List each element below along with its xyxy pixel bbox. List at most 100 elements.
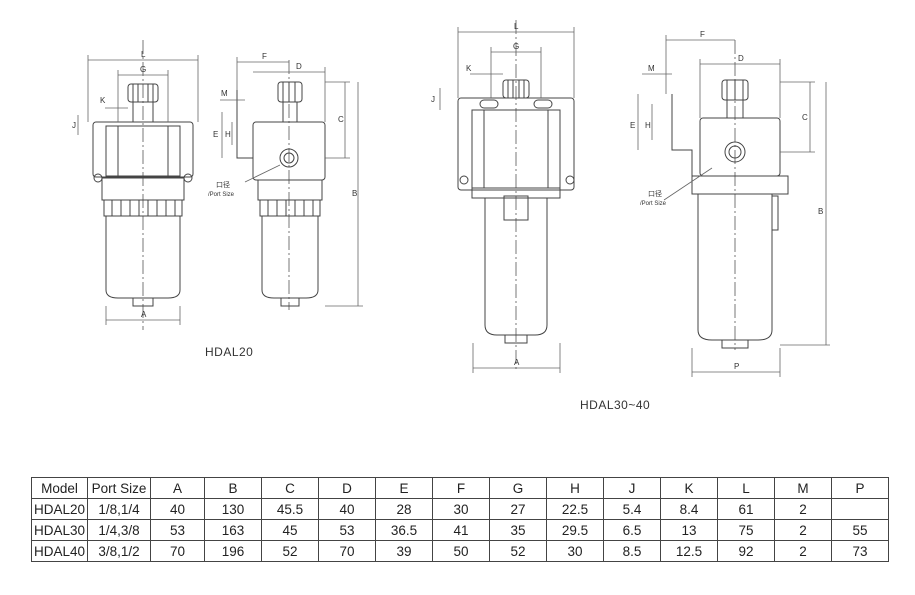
table-header: H — [546, 477, 605, 499]
dim-D: D — [738, 54, 744, 63]
table-cell: 73 — [831, 540, 890, 562]
dim-F: F — [262, 52, 267, 61]
dim-F: F — [700, 30, 705, 39]
table-cell: 27 — [489, 498, 548, 520]
table-header: D — [318, 477, 377, 499]
dim-L: L — [141, 50, 146, 59]
table-cell: 39 — [375, 540, 434, 562]
table-cell: 196 — [204, 540, 263, 562]
table-cell: 55 — [831, 519, 890, 541]
table-cell: 28 — [375, 498, 434, 520]
table-header: E — [375, 477, 434, 499]
dim-K: K — [466, 64, 472, 73]
dim-M: M — [648, 64, 655, 73]
dim-B: B — [352, 189, 357, 198]
table-cell: 40 — [318, 498, 377, 520]
table-cell: 22.5 — [546, 498, 605, 520]
table-cell: 29.5 — [546, 519, 605, 541]
table-cell: 1/4,3/8 — [87, 519, 152, 541]
table-header: C — [261, 477, 320, 499]
table-cell: 52 — [489, 540, 548, 562]
table-cell: 163 — [204, 519, 263, 541]
table-cell: 30 — [546, 540, 605, 562]
table-cell: 40 — [150, 498, 206, 520]
table-header-row: Model Port Size A B C D E F G H J K L M … — [30, 477, 890, 499]
dim-J: J — [431, 95, 435, 104]
table-cell: 50 — [432, 540, 491, 562]
dim-A: A — [141, 310, 147, 319]
table-cell: 2 — [774, 540, 833, 562]
table-cell: 130 — [204, 498, 263, 520]
table-header: L — [717, 477, 776, 499]
table-header: J — [603, 477, 662, 499]
table-cell: 13 — [660, 519, 719, 541]
table-header: P — [831, 477, 890, 499]
table-cell: 41 — [432, 519, 491, 541]
port-label-en: /Port Size — [208, 192, 235, 198]
table-cell: 30 — [432, 498, 491, 520]
table-cell: 45 — [261, 519, 320, 541]
table-cell: 2 — [774, 519, 833, 541]
port-label-en: /Port Size — [640, 201, 667, 207]
table-header: A — [150, 477, 206, 499]
table-row: HDAL40 3/8,1/2 70 196 52 70 39 50 52 30 … — [30, 540, 890, 562]
table-cell: 70 — [150, 540, 206, 562]
dim-A: A — [514, 358, 520, 367]
dim-P: P — [734, 362, 739, 371]
hdal20-front-view — [77, 40, 199, 330]
table-cell: 1/8,1/4 — [87, 498, 152, 520]
dim-M: M — [221, 89, 228, 98]
table-cell: 35 — [489, 519, 548, 541]
table-header: F — [432, 477, 491, 499]
dim-G: G — [140, 65, 146, 74]
dim-L: L — [514, 22, 519, 31]
table-cell: 75 — [717, 519, 776, 541]
table-cell: 3/8,1/2 — [87, 540, 152, 562]
table-header: K — [660, 477, 719, 499]
table-cell: 52 — [261, 540, 320, 562]
dim-C: C — [338, 115, 344, 124]
table-cell: 12.5 — [660, 540, 719, 562]
caption-hdal30-40: HDAL30~40 — [580, 398, 651, 412]
table-cell: HDAL20 — [30, 498, 89, 520]
table-cell: 8.4 — [660, 498, 719, 520]
technical-drawing: L G K J A F D M H E C B 口径 /Port Size L … — [72, 20, 830, 377]
dimension-table: Model Port Size A B C D E F G H J K L M … — [30, 477, 890, 562]
table-cell: HDAL40 — [30, 540, 89, 562]
dim-B: B — [818, 207, 823, 216]
table-header: Port Size — [87, 477, 152, 499]
table-cell: 53 — [150, 519, 206, 541]
table-row: HDAL20 1/8,1/4 40 130 45.5 40 28 30 27 2… — [30, 498, 890, 520]
table-cell: 2 — [774, 498, 833, 520]
table-cell: 92 — [717, 540, 776, 562]
port-label-cn: 口径 — [648, 189, 662, 198]
table-header: Model — [30, 477, 89, 499]
dim-J: J — [72, 121, 76, 130]
table-cell: 5.4 — [603, 498, 662, 520]
table-header: G — [489, 477, 548, 499]
table-header: B — [204, 477, 263, 499]
table-header: M — [774, 477, 833, 499]
dim-E: E — [630, 121, 635, 130]
dim-G: G — [513, 42, 519, 51]
table-cell: 6.5 — [603, 519, 662, 541]
table-cell: 45.5 — [261, 498, 320, 520]
table-cell — [831, 498, 890, 520]
table-cell: 70 — [318, 540, 377, 562]
table-cell: 53 — [318, 519, 377, 541]
table-cell: 36.5 — [375, 519, 434, 541]
table-row: HDAL30 1/4,3/8 53 163 45 53 36.5 41 35 2… — [30, 519, 890, 541]
table-cell: 61 — [717, 498, 776, 520]
dim-E: E — [213, 130, 218, 139]
dim-K: K — [100, 96, 106, 105]
table-cell: HDAL30 — [30, 519, 89, 541]
hdal30-front-view — [439, 20, 575, 373]
port-label-cn: 口径 — [216, 180, 230, 189]
dim-H: H — [645, 121, 651, 130]
dim-C: C — [802, 113, 808, 122]
dim-D: D — [296, 62, 302, 71]
hdal30-side-view — [637, 35, 830, 377]
dim-H: H — [225, 130, 231, 139]
caption-hdal20: HDAL20 — [205, 345, 254, 359]
hdal20-side-view — [220, 57, 363, 310]
